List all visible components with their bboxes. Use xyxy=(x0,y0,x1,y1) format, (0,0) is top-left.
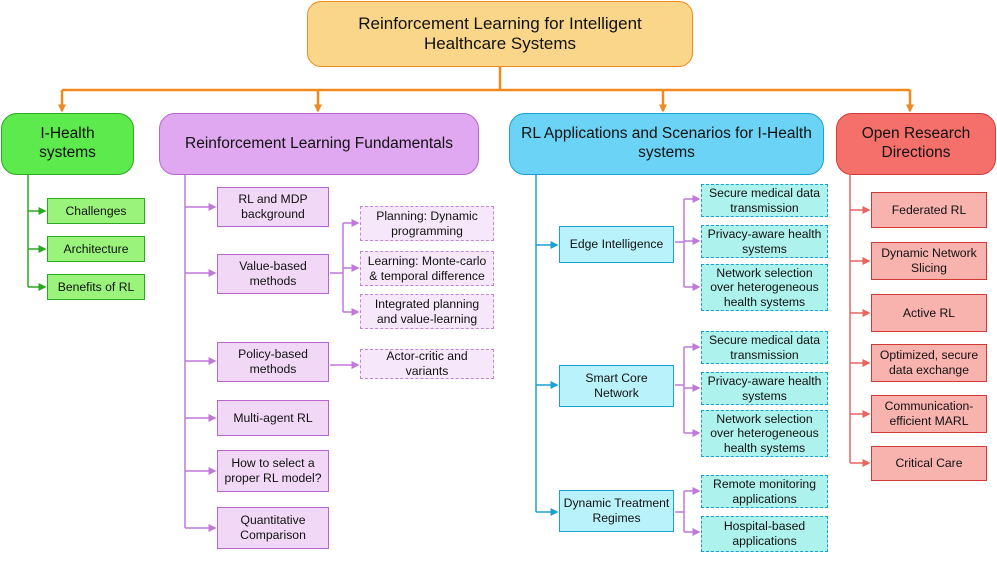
category-rl-fundamentals: Reinforcement Learning Fundamentals xyxy=(159,113,479,175)
sub-core-secure-transmission: Secure medical data transmission xyxy=(701,331,828,364)
sub-learning-monte-carlo: Learning: Monte-carlo & temporal differe… xyxy=(360,251,494,286)
sub-integrated-planning: Integrated planning and value-learning xyxy=(360,294,494,329)
node-edge-intelligence: Edge Intelligence xyxy=(559,226,674,263)
category-ihealth-systems: I-Health systems xyxy=(1,113,134,175)
leaf-communication-efficient-marl: Communication-efficient MARL xyxy=(871,395,987,433)
leaf-critical-care: Critical Care xyxy=(871,446,987,481)
leaf-active-rl: Active RL xyxy=(871,294,987,332)
category-open-research: Open Research Directions xyxy=(836,113,996,175)
sub-edge-privacy-aware: Privacy-aware health systems xyxy=(701,225,828,258)
node-dynamic-treatment-regimes: Dynamic Treatment Regimes xyxy=(559,490,674,532)
leaf-optimized-data-exchange: Optimized, secure data exchange xyxy=(871,344,987,382)
sub-core-network-selection: Network selection over heterogeneous hea… xyxy=(701,410,828,457)
leaf-policy-based-methods: Policy-based methods xyxy=(217,342,329,382)
leaf-challenges: Challenges xyxy=(47,198,145,224)
leaf-select-rl-model: How to select a proper RL model? xyxy=(217,450,329,492)
sub-edge-network-selection: Network selection over heterogeneous hea… xyxy=(701,264,828,311)
sub-actor-critic: Actor-critic and variants xyxy=(360,349,494,379)
leaf-multi-agent-rl: Multi-agent RL xyxy=(217,400,329,436)
sub-planning-dynamic-programming: Planning: Dynamic programming xyxy=(360,206,494,241)
leaf-rl-mdp-background: RL and MDP background xyxy=(217,187,329,227)
leaf-value-based-methods: Value-based methods xyxy=(217,254,329,294)
leaf-quantitative-comparison: Quantitative Comparison xyxy=(217,507,329,549)
leaf-federated-rl: Federated RL xyxy=(871,192,987,228)
sub-hospital-based: Hospital-based applications xyxy=(701,516,828,552)
sub-core-privacy-aware: Privacy-aware health systems xyxy=(701,372,828,405)
category-rl-applications: RL Applications and Scenarios for I-Heal… xyxy=(509,113,824,175)
root-title: Reinforcement Learning for Intelligent H… xyxy=(307,1,693,67)
leaf-dynamic-network-slicing: Dynamic Network Slicing xyxy=(871,242,987,280)
sub-edge-secure-transmission: Secure medical data transmission xyxy=(701,184,828,217)
leaf-benefits-of-rl: Benefits of RL xyxy=(47,274,145,300)
node-smart-core-network: Smart Core Network xyxy=(559,365,674,407)
leaf-architecture: Architecture xyxy=(47,236,145,262)
sub-remote-monitoring: Remote monitoring applications xyxy=(701,475,828,508)
